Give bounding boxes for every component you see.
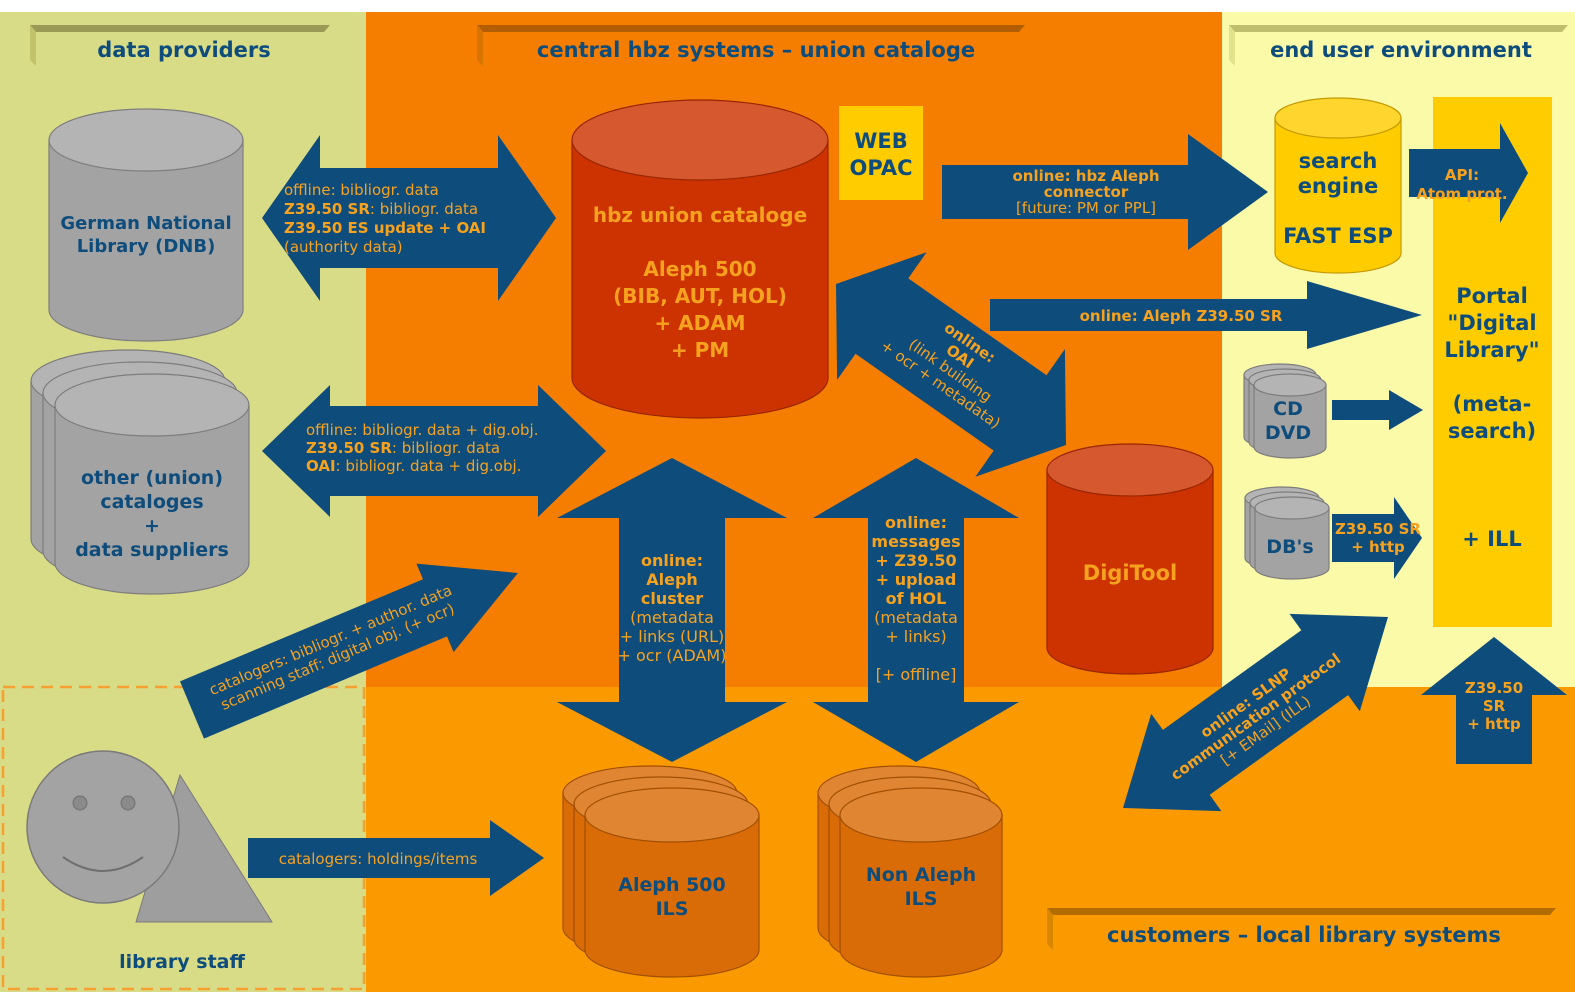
search-engine-cylinder <box>1274 97 1402 274</box>
library-staff-icon <box>26 750 273 923</box>
union-catalog-label: hbz union cataloge Aleph 500(BIB, AUT, H… <box>593 203 807 362</box>
cddvd-cylinder-layer-0 <box>1253 373 1327 459</box>
oai-double-arrow <box>836 252 1066 477</box>
other-link-label: offline: bibliogr. data + dig.obj.Z39.50… <box>306 421 538 475</box>
dbs-cylinder-layer-0 <box>1254 496 1330 580</box>
dnb-double-arrow <box>262 135 556 301</box>
cataloger-arrow <box>180 563 518 739</box>
other-cylinder-layer-0 <box>54 373 250 595</box>
holdings-arrow <box>248 820 544 896</box>
cd-dvd-arrow <box>1332 390 1423 430</box>
central-title: central hbz systems – union cataloge <box>537 38 975 62</box>
union-catalog-cylinder <box>571 99 829 419</box>
ill-arrow <box>1421 637 1567 764</box>
connector-arrow <box>942 134 1268 250</box>
api-arrow <box>1409 123 1528 223</box>
holdings-link-label: catalogers: holdings/items <box>279 850 478 868</box>
staff-title: library staff <box>119 951 245 973</box>
db-link-label: Z39.50 SR+ http <box>1335 520 1421 556</box>
z3950-link-label: online: Aleph Z39.50 SR <box>1080 307 1283 325</box>
other-double-arrow <box>262 385 606 517</box>
db-arrow <box>1332 497 1422 579</box>
customers-title-banner: customers – local library systems <box>1047 908 1556 950</box>
customers-title: customers – local library systems <box>1107 923 1501 947</box>
dbs-label: DB's <box>1266 536 1313 558</box>
enduser-title-banner: end user environment <box>1229 25 1568 66</box>
slnp-double-arrow <box>1123 613 1388 812</box>
enduser-title: end user environment <box>1270 38 1532 62</box>
providers-title-banner: data providers <box>30 25 330 66</box>
central-title-banner: central hbz systems – union cataloge <box>477 25 1025 66</box>
z3950-arrow <box>990 281 1422 349</box>
dnb-cylinder <box>48 108 244 342</box>
other-label: other (union)cataloges+data suppliers <box>75 467 229 561</box>
non-aleph-cylinder-layer-0 <box>839 787 1003 978</box>
digitool-label: DigiTool <box>1083 561 1177 585</box>
webopac-box <box>839 106 923 200</box>
digitool-cylinder <box>1046 443 1214 675</box>
providers-title: data providers <box>97 38 271 62</box>
api-link-label: API:Atom prot. <box>1416 166 1507 203</box>
messages-double-arrow <box>813 458 1019 762</box>
cluster-double-arrow <box>557 458 787 762</box>
aleph-ils-cylinder-layer-0 <box>584 787 760 978</box>
